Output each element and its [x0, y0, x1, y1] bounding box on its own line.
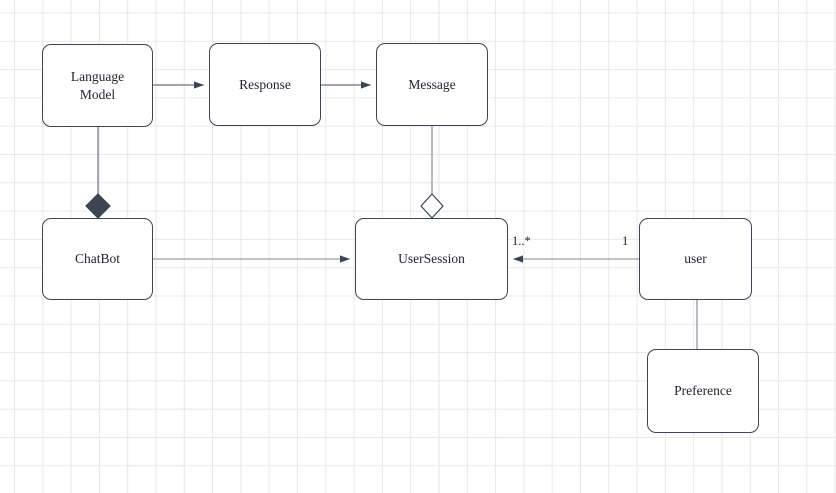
edge-message-to-usersession[interactable] — [420, 126, 444, 219]
node-usersession-label: UserSession — [398, 251, 465, 267]
hollow-diamond-marker — [420, 193, 444, 219]
edge-language-model-to-chatbot[interactable] — [85, 127, 111, 219]
node-user[interactable]: user — [639, 218, 752, 300]
node-chatbot-label: ChatBot — [74, 251, 120, 267]
node-user-label: user — [684, 251, 707, 267]
node-message[interactable]: Message — [376, 43, 488, 126]
multiplicity-label-user: 1 — [622, 234, 629, 248]
node-message-label: Message — [408, 76, 456, 92]
node-preference-label: Preference — [674, 383, 732, 399]
node-response[interactable]: Response — [209, 43, 321, 126]
multiplicity-label-usersession: 1..* — [512, 234, 531, 248]
node-response-label: Response — [239, 76, 291, 92]
node-language-model[interactable]: Language Model — [42, 44, 153, 127]
node-preference[interactable]: Preference — [647, 349, 759, 433]
node-language-model-label: Language Model — [71, 68, 124, 103]
node-language-model-label-line2: Model — [79, 86, 116, 102]
node-chatbot[interactable]: ChatBot — [42, 218, 153, 300]
filled-diamond-marker — [85, 193, 111, 219]
node-language-model-label-line1: Language — [70, 68, 125, 84]
node-usersession[interactable]: UserSession — [355, 218, 508, 300]
